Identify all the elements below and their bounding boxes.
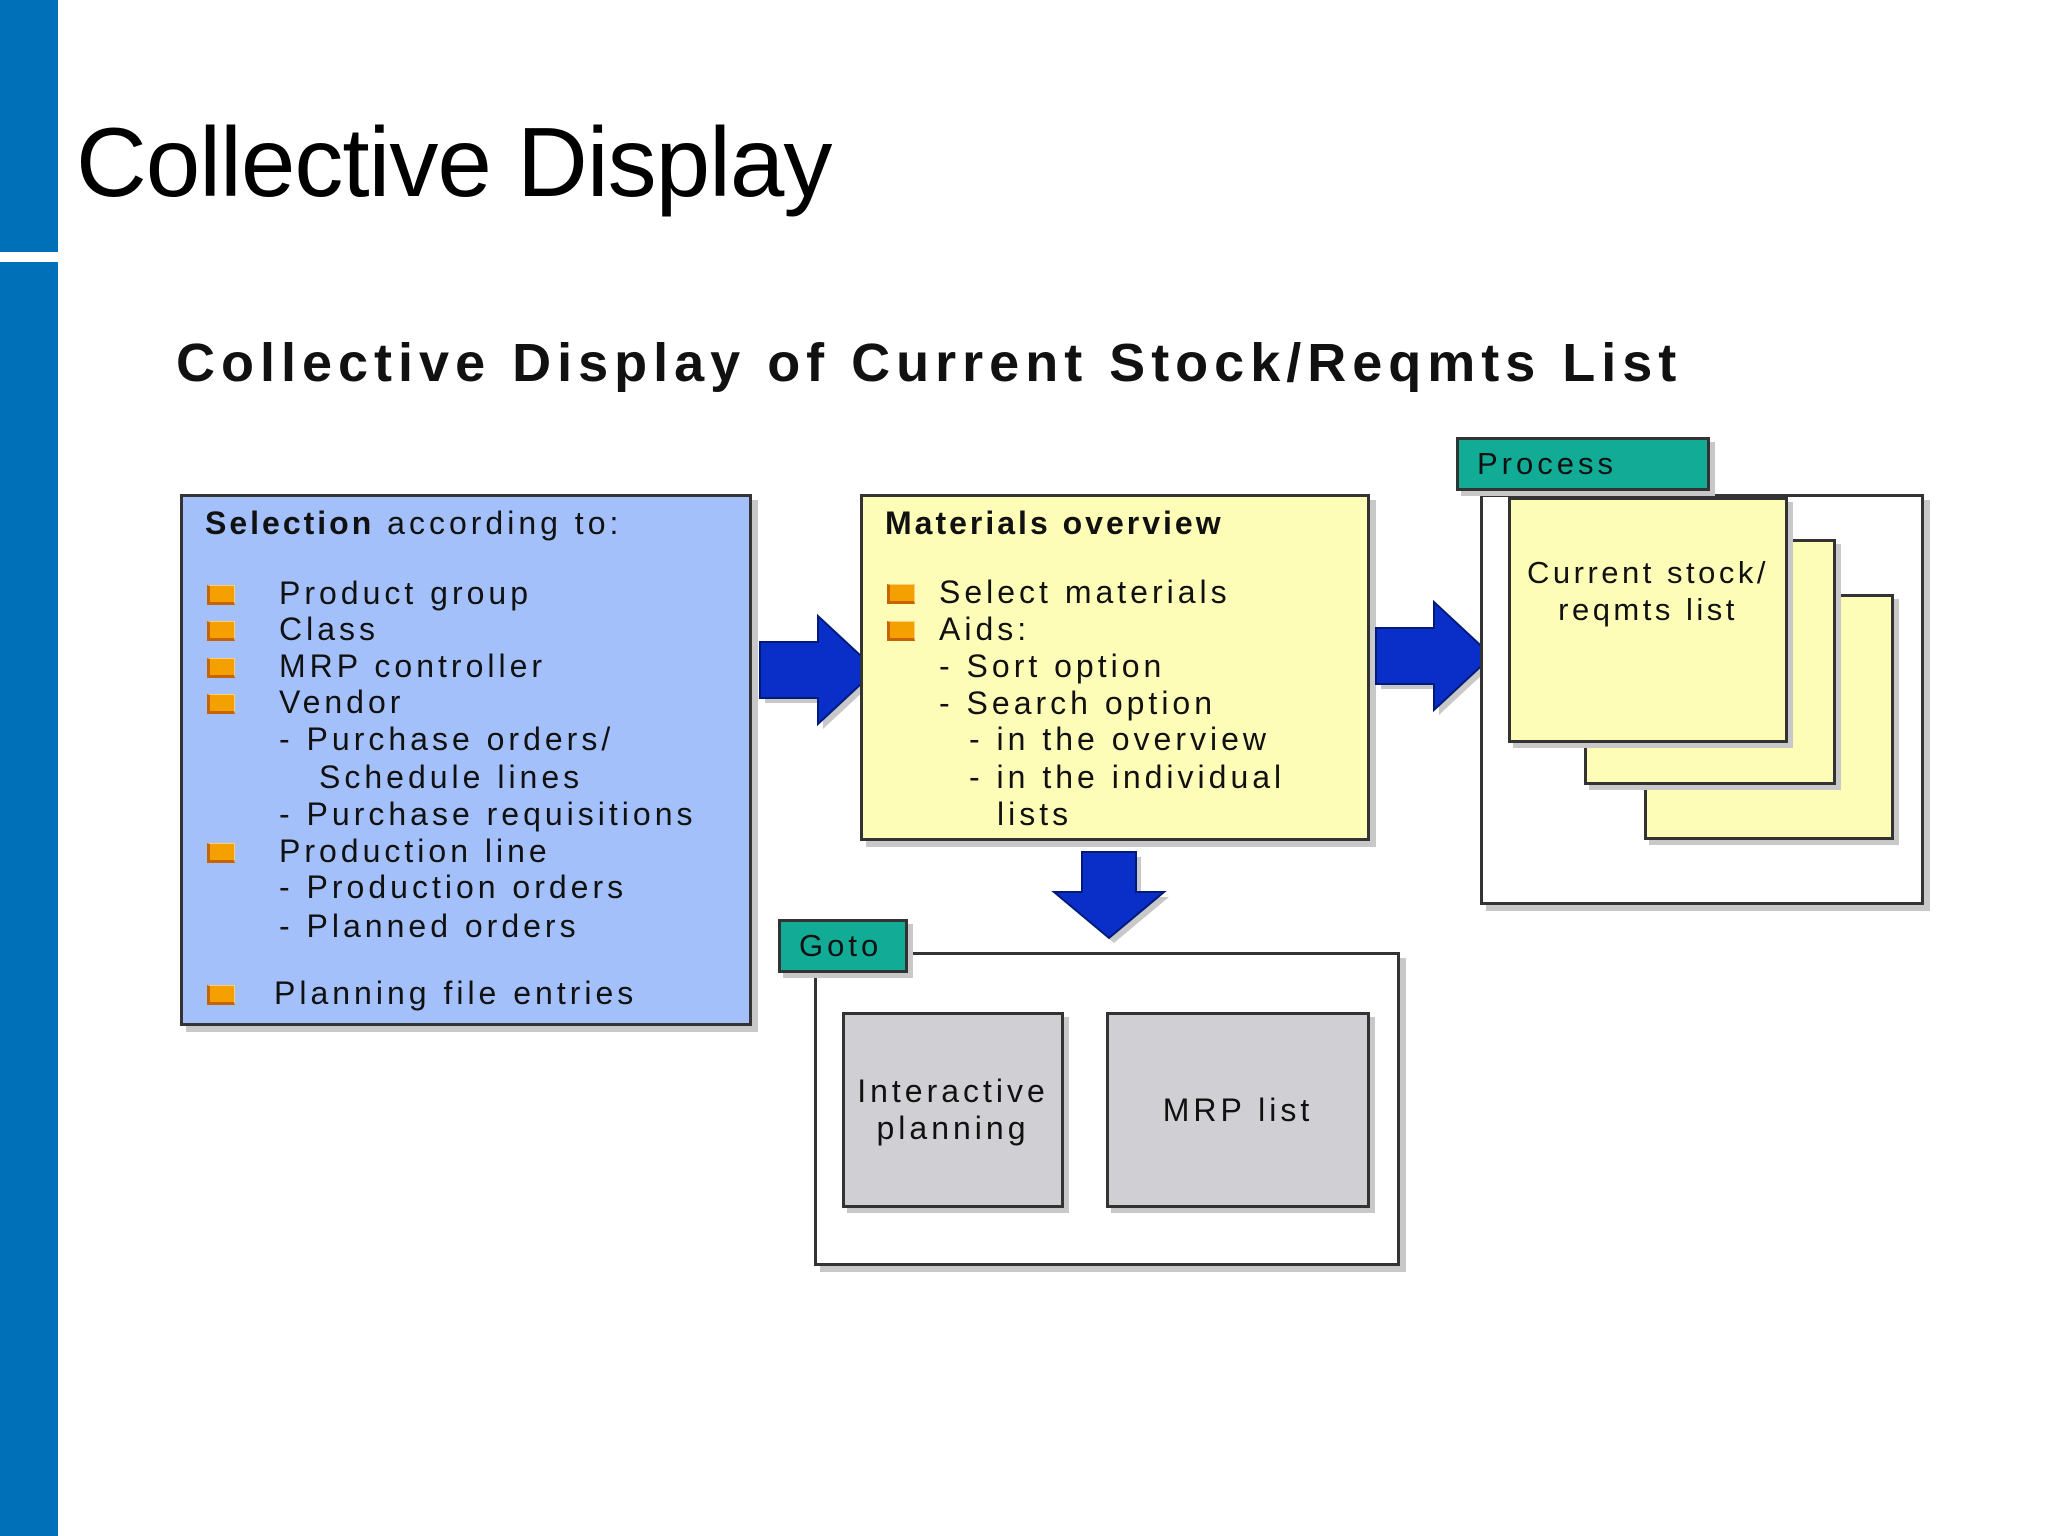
selection-header: Selection according to: [205, 505, 622, 541]
sidebar-bar-top [0, 0, 58, 252]
materials-overview-box: Materials overview Select materials Aids… [860, 494, 1370, 841]
selection-item: Class [279, 611, 380, 647]
selection-subitem: Schedule lines [319, 759, 584, 795]
block-arrow-icon [759, 613, 881, 729]
materials-subitem: - Sort option [939, 648, 1166, 684]
selection-subitem: - Purchase orders/ [279, 721, 615, 757]
orange-square-bullet-icon [207, 694, 235, 714]
block-arrow-icon [1375, 599, 1497, 715]
selection-header-rest: according to: [374, 505, 623, 541]
materials-item: Select materials [939, 574, 1231, 610]
selection-subitem: - Production orders [279, 869, 628, 905]
sidebar-bar-bottom [0, 262, 58, 1536]
selection-item: Vendor [279, 684, 405, 720]
materials-subitem: - in the individual [969, 759, 1286, 795]
materials-subitem: lists [997, 796, 1073, 832]
block-arrow-icon [1051, 851, 1169, 943]
interactive-planning-box: Interactive planning [842, 1012, 1064, 1208]
selection-item: Product group [279, 575, 533, 611]
materials-item: Aids: [939, 611, 1031, 647]
stock-list-label: Current stock/ reqmts list [1527, 555, 1769, 627]
selection-item: Production line [279, 833, 551, 869]
slide-title: Collective Display [76, 107, 832, 217]
selection-item: Planning file entries [274, 975, 638, 1011]
stock-list-sheet-front: Current stock/ reqmts list [1508, 497, 1788, 743]
selection-header-bold: Selection [205, 505, 375, 541]
selection-subitem: - Purchase requisitions [279, 796, 697, 832]
goto-tab: Goto [778, 919, 908, 973]
selection-criteria-box: Selection according to: Product group Cl… [180, 494, 752, 1026]
orange-square-bullet-icon [887, 584, 915, 604]
orange-square-bullet-icon [207, 985, 235, 1005]
materials-subitem: - Search option [939, 685, 1217, 721]
process-tab: Process [1456, 437, 1710, 491]
mrp-list-box: MRP list [1106, 1012, 1370, 1208]
orange-square-bullet-icon [207, 585, 235, 605]
materials-subitem: - in the overview [969, 721, 1270, 757]
orange-square-bullet-icon [207, 621, 235, 641]
orange-square-bullet-icon [887, 621, 915, 641]
selection-item: MRP controller [279, 648, 547, 684]
materials-header: Materials overview [885, 505, 1224, 541]
orange-square-bullet-icon [207, 658, 235, 678]
selection-subitem: - Planned orders [279, 908, 580, 944]
diagram-title: Collective Display of Current Stock/Reqm… [176, 333, 1683, 393]
orange-square-bullet-icon [207, 843, 235, 863]
